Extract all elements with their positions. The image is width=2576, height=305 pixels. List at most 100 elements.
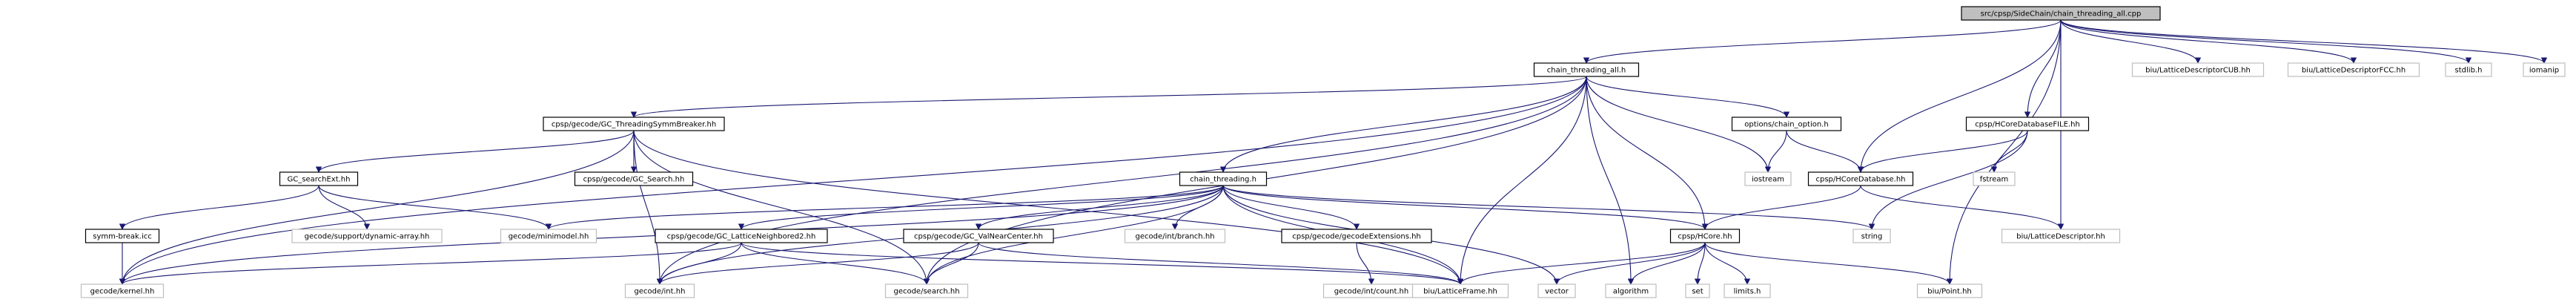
node-box <box>1537 283 1576 298</box>
node-box <box>2523 62 2566 77</box>
node-box <box>2445 62 2492 77</box>
node-box <box>1961 6 2161 21</box>
node-label: biu/LatticeDescriptorFCC.hh <box>2302 67 2406 75</box>
edge-root-to-ldcub <box>2060 19 2198 64</box>
node-box <box>85 229 160 243</box>
edge-gcext-to-count <box>1356 242 1371 284</box>
node-symm[interactable]: symm-break.icc <box>85 229 160 243</box>
node-box <box>1852 229 1891 243</box>
edge-cth-to-string <box>1222 185 1872 230</box>
node-dynarr[interactable]: gecode/support/dynamic-array.hh <box>291 229 443 243</box>
node-ln2[interactable]: cpsp/gecode/GC_LatticeNeighbored2.hh <box>655 229 828 243</box>
node-cta[interactable]: chain_threading_all.h <box>1533 62 1640 77</box>
edge-cta-to-cth <box>1223 76 1587 172</box>
edge-root-to-cta <box>1586 19 2062 64</box>
node-box <box>574 171 694 186</box>
node-label: biu/Point.hh <box>1927 288 1972 296</box>
edge-ln2-to-search <box>741 242 927 285</box>
edge-cta-to-algorithm <box>1586 76 1631 284</box>
node-branch[interactable]: gecode/int/branch.hh <box>1124 229 1226 243</box>
edge-searchext-to-symm <box>122 185 319 230</box>
edges-layer <box>122 19 2544 285</box>
node-label: GC_searchExt.hh <box>288 176 351 184</box>
node-hcdb[interactable]: cpsp/HCoreDatabase.hh <box>1807 171 1914 186</box>
edge-root-to-hcdb <box>1861 19 2062 172</box>
node-box <box>2287 62 2420 77</box>
node-root[interactable]: src/cpsp/SideChain/chain_threading_all.c… <box>1961 6 2161 21</box>
node-label: biu/LatticeFrame.hh <box>1423 288 1497 296</box>
node-gcext[interactable]: cpsp/gecode/gecodeExtensions.hh <box>1281 229 1432 243</box>
node-box <box>1965 117 2090 131</box>
node-label: cpsp/HCoreDatabase.hh <box>1815 176 1905 184</box>
edge-cta-to-lframe <box>1460 76 1587 284</box>
node-label: src/cpsp/SideChain/chain_threading_all.c… <box>1981 10 2142 19</box>
edge-tsb-to-int <box>633 130 660 284</box>
node-tsb[interactable]: cpsp/gecode/GC_ThreadingSymmBreaker.hh <box>543 117 725 131</box>
edge-cth-to-gcext <box>1222 185 1357 230</box>
edge-valnear-to-int <box>660 242 979 285</box>
node-box <box>1916 283 1983 298</box>
node-iostream[interactable]: iostream <box>1744 171 1792 186</box>
node-limits[interactable]: limits.h <box>1724 283 1771 298</box>
node-box <box>80 283 165 298</box>
node-label: biu/LatticeDescriptorCUB.hh <box>2145 67 2251 75</box>
node-searchext[interactable]: GC_searchExt.hh <box>279 171 359 186</box>
node-point[interactable]: biu/Point.hh <box>1916 283 1983 298</box>
node-stdlib[interactable]: stdlib.h <box>2445 62 2492 77</box>
node-lframe[interactable]: biu/LatticeFrame.hh <box>1411 283 1509 298</box>
node-label: cpsp/gecode/gecodeExtensions.hh <box>1292 233 1421 241</box>
node-optch[interactable]: options/chain_option.h <box>1731 117 1842 131</box>
edge-cta-to-int <box>660 76 1587 284</box>
edge-hcdbf-to-fstream <box>1994 130 2028 172</box>
node-valnear[interactable]: cpsp/gecode/GC_ValNearCenter.hh <box>903 229 1054 243</box>
node-gcsearch[interactable]: cpsp/gecode/GC_Search.hh <box>574 171 694 186</box>
edge-cth-to-ln2 <box>741 185 1224 230</box>
edge-ln2-to-lframe <box>741 242 1460 285</box>
edge-root-to-point <box>1950 19 2062 284</box>
node-box <box>1724 283 1771 298</box>
node-box <box>655 229 828 243</box>
node-string[interactable]: string <box>1852 229 1891 243</box>
edge-ln2-to-kernel <box>122 242 742 285</box>
node-label: options/chain_option.h <box>1744 121 1828 129</box>
node-label: iomanip <box>2529 67 2559 75</box>
edge-hcdb-to-hcore <box>1705 185 1861 230</box>
edge-cth-to-search <box>927 185 1224 284</box>
edge-cth-to-valnear <box>979 185 1224 230</box>
node-set[interactable]: set <box>1685 283 1710 298</box>
edge-cth-to-hcore <box>1222 185 1705 230</box>
node-box <box>1744 171 1792 186</box>
node-ldfcc[interactable]: biu/LatticeDescriptorFCC.hh <box>2287 62 2420 77</box>
node-fstream[interactable]: fstream <box>1973 171 2016 186</box>
edge-root-to-iomanip <box>2060 19 2544 64</box>
node-box <box>1807 171 1914 186</box>
node-box <box>884 283 969 298</box>
node-count[interactable]: gecode/int/count.hh <box>1322 283 1420 298</box>
node-minimodel[interactable]: gecode/minimodel.hh <box>500 229 597 243</box>
node-vector[interactable]: vector <box>1537 283 1576 298</box>
edge-tsb-to-search <box>633 130 927 284</box>
node-label: string <box>1861 233 1883 241</box>
node-box <box>624 283 695 298</box>
node-ldcub[interactable]: biu/LatticeDescriptorCUB.hh <box>2131 62 2265 77</box>
node-cth[interactable]: chain_threading.h <box>1179 171 1268 186</box>
node-label: vector <box>1545 288 1569 296</box>
node-hcdbf[interactable]: cpsp/HCoreDatabaseFILE.hh <box>1965 117 2090 131</box>
edge-searchext-to-dynarr <box>318 185 367 230</box>
node-label: cpsp/HCore.hh <box>1678 233 1732 241</box>
node-search[interactable]: gecode/search.hh <box>884 283 969 298</box>
node-label: limits.h <box>1734 288 1761 296</box>
edge-tsb-to-lframe <box>633 130 1460 284</box>
node-algorithm[interactable]: algorithm <box>1605 283 1657 298</box>
node-iomanip[interactable]: iomanip <box>2523 62 2566 77</box>
node-kernel[interactable]: gecode/kernel.hh <box>80 283 165 298</box>
node-label: gecode/minimodel.hh <box>509 233 589 241</box>
node-box <box>2001 229 2121 243</box>
node-label: gecode/support/dynamic-array.hh <box>305 233 430 241</box>
node-label: algorithm <box>1613 288 1649 296</box>
edge-hcore-to-lframe <box>1460 242 1706 285</box>
node-box <box>279 171 359 186</box>
node-ld[interactable]: biu/LatticeDescriptor.hh <box>2001 229 2121 243</box>
node-hcore[interactable]: cpsp/HCore.hh <box>1669 229 1741 243</box>
node-int[interactable]: gecode/int.hh <box>624 283 695 298</box>
